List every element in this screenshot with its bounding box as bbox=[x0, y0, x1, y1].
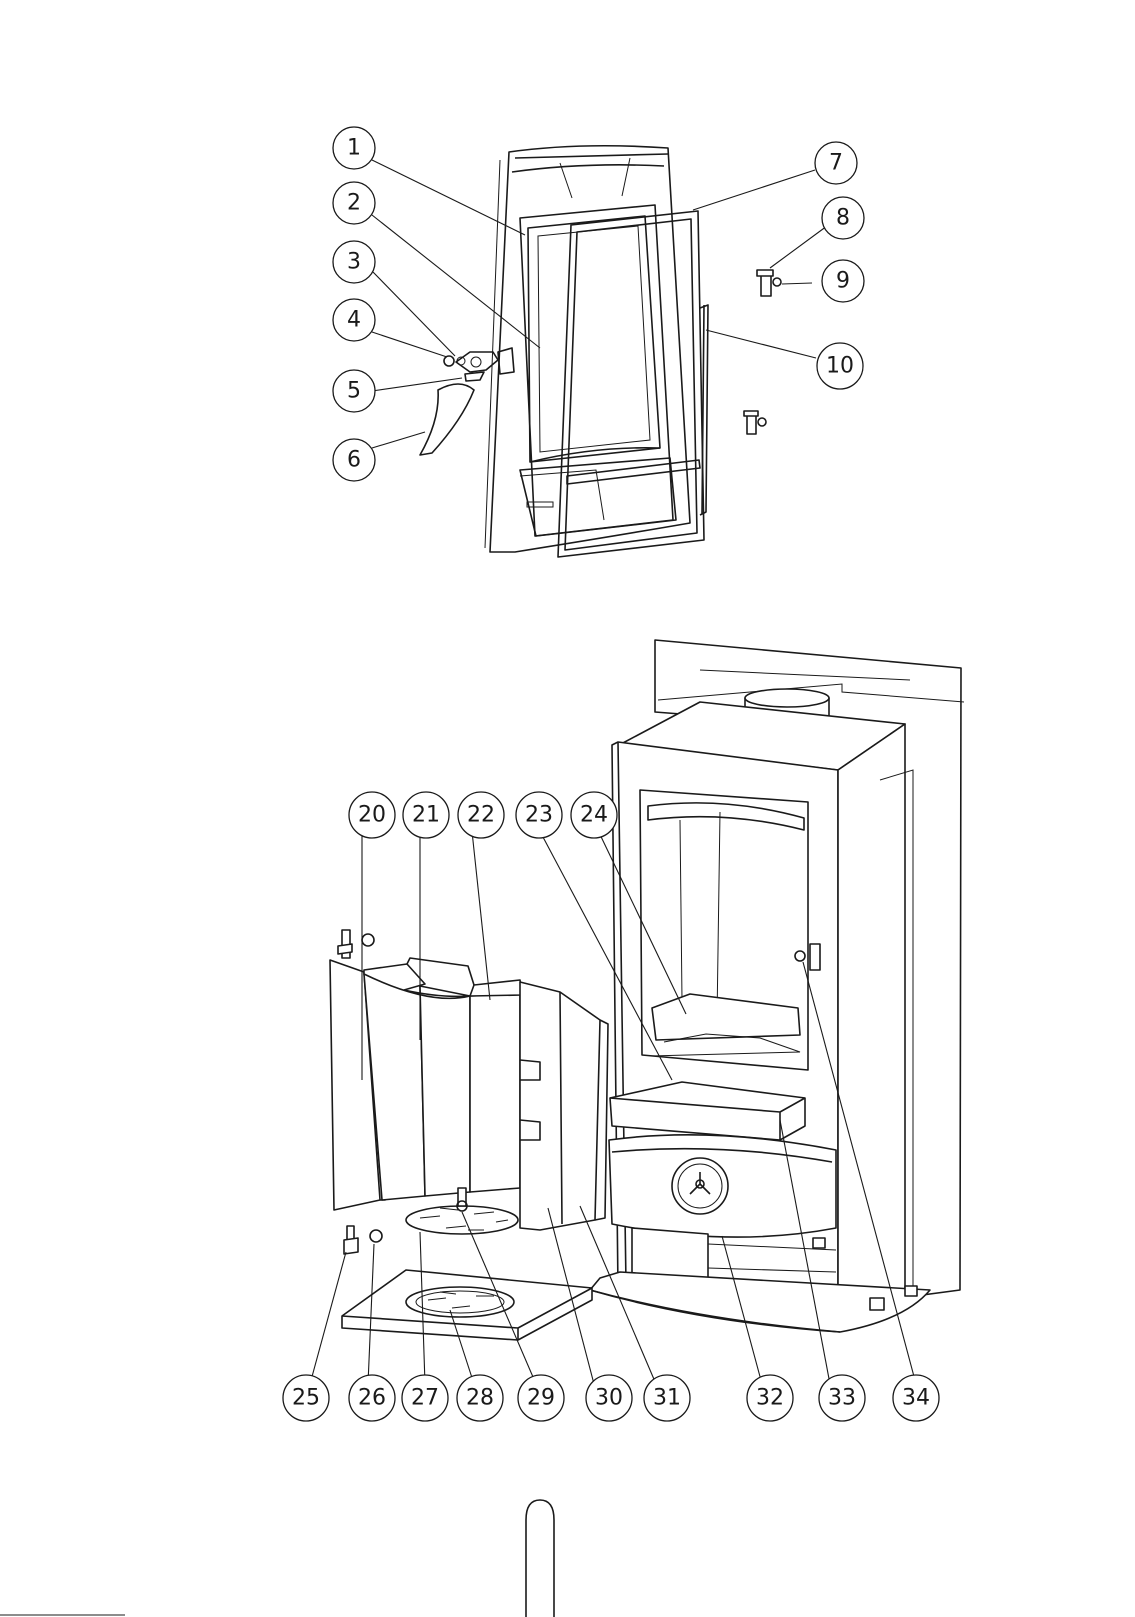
front-foot-bracket bbox=[813, 1238, 825, 1248]
door-assembly bbox=[420, 146, 781, 557]
stove-side-panel bbox=[838, 724, 905, 1300]
callout-25: 25 bbox=[283, 1375, 329, 1421]
callout-32: 32 bbox=[747, 1375, 793, 1421]
callout-2: 2 bbox=[333, 182, 375, 224]
svg-text:4: 4 bbox=[347, 308, 361, 333]
svg-text:33: 33 bbox=[828, 1386, 856, 1411]
svg-text:27: 27 bbox=[411, 1386, 439, 1411]
svg-text:24: 24 bbox=[580, 803, 608, 828]
callout-26: 26 bbox=[349, 1375, 395, 1421]
svg-text:7: 7 bbox=[829, 151, 843, 176]
rear-brick-center bbox=[420, 986, 470, 1196]
callout-9: 9 bbox=[822, 260, 864, 302]
svg-text:34: 34 bbox=[902, 1386, 930, 1411]
bracket-bolt-upper bbox=[338, 930, 374, 958]
svg-text:22: 22 bbox=[467, 803, 495, 828]
callout-6: 6 bbox=[333, 439, 375, 481]
svg-text:9: 9 bbox=[836, 269, 850, 294]
callout-23: 23 bbox=[516, 792, 562, 838]
callout-3: 3 bbox=[333, 241, 375, 283]
stove-body bbox=[590, 640, 964, 1332]
callout-4: 4 bbox=[333, 299, 375, 341]
bracket-nut bbox=[370, 1230, 382, 1242]
svg-text:28: 28 bbox=[466, 1386, 494, 1411]
svg-text:21: 21 bbox=[412, 803, 440, 828]
svg-text:5: 5 bbox=[347, 379, 361, 404]
callout-34: 34 bbox=[893, 1375, 939, 1421]
svg-text:25: 25 bbox=[292, 1386, 320, 1411]
ash-tray-base bbox=[342, 1270, 592, 1340]
svg-text:2: 2 bbox=[347, 191, 361, 216]
svg-text:8: 8 bbox=[836, 206, 850, 231]
callout-24: 24 bbox=[571, 792, 617, 838]
side-latch bbox=[810, 944, 820, 970]
bracket-bolt-lower bbox=[344, 1226, 358, 1254]
callout-27: 27 bbox=[402, 1375, 448, 1421]
callout-20: 20 bbox=[349, 792, 395, 838]
callout-29: 29 bbox=[518, 1375, 564, 1421]
svg-text:6: 6 bbox=[347, 448, 361, 473]
svg-text:1: 1 bbox=[347, 136, 361, 161]
svg-text:32: 32 bbox=[756, 1386, 784, 1411]
svg-text:29: 29 bbox=[527, 1386, 555, 1411]
svg-text:10: 10 bbox=[826, 354, 854, 379]
callout-10: 10 bbox=[817, 343, 863, 389]
callout-28: 28 bbox=[457, 1375, 503, 1421]
svg-text:3: 3 bbox=[347, 250, 361, 275]
door-frame bbox=[485, 146, 690, 552]
svg-text:26: 26 bbox=[358, 1386, 386, 1411]
callout-8: 8 bbox=[822, 197, 864, 239]
callout-5: 5 bbox=[333, 370, 375, 412]
callout-1: 1 bbox=[333, 127, 375, 169]
svg-text:30: 30 bbox=[595, 1386, 623, 1411]
page-number-tab bbox=[526, 1500, 554, 1617]
door-handle bbox=[420, 384, 474, 455]
svg-text:20: 20 bbox=[358, 803, 386, 828]
callout-21: 21 bbox=[403, 792, 449, 838]
svg-text:23: 23 bbox=[525, 803, 553, 828]
callout-33: 33 bbox=[819, 1375, 865, 1421]
hinge-pin-lower bbox=[744, 411, 766, 434]
hinge-pin-upper bbox=[757, 270, 781, 296]
callout-22: 22 bbox=[458, 792, 504, 838]
svg-text:31: 31 bbox=[653, 1386, 681, 1411]
callout-7: 7 bbox=[815, 142, 857, 184]
callout-31: 31 bbox=[644, 1375, 690, 1421]
rear-brick-right bbox=[470, 994, 520, 1192]
callout-30: 30 bbox=[586, 1375, 632, 1421]
